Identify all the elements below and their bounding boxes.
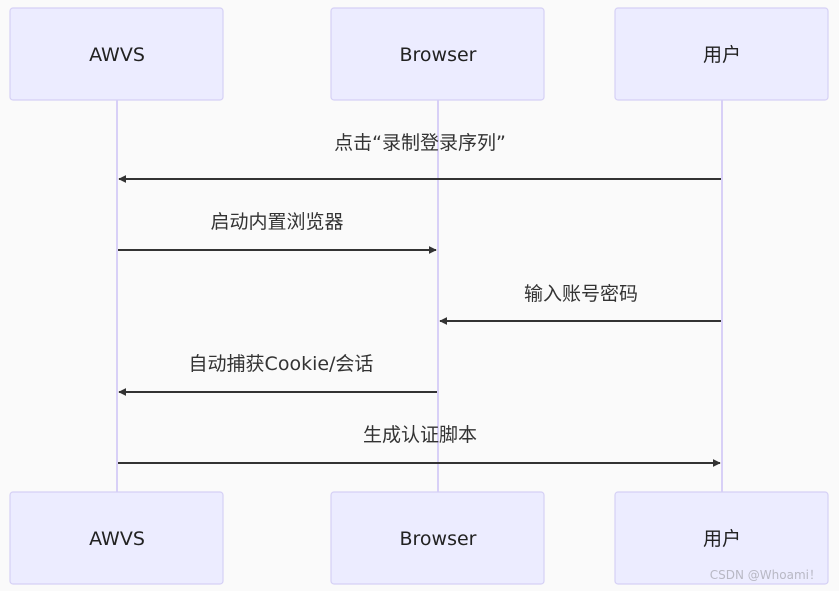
participant-user-bottom: 用户 <box>614 491 829 585</box>
participant-browser-top-label: Browser <box>400 44 477 66</box>
participant-awvs-bottom: AWVS <box>9 491 224 585</box>
message-record-login-label: 点击“录制登录序列” <box>334 132 506 154</box>
participant-browser-bottom-label: Browser <box>400 528 477 550</box>
message-generate-script: 生成认证脚本 <box>118 424 721 467</box>
message-capture-session: 自动捕获Cookie/会话 <box>118 353 437 396</box>
participant-user-top-label: 用户 <box>703 44 741 66</box>
message-record-login: 点击“录制登录序列” <box>118 132 721 183</box>
message-enter-credentials: 输入账号密码 <box>439 283 721 325</box>
message-enter-credentials-label: 输入账号密码 <box>524 283 638 305</box>
participant-awvs-bottom-label: AWVS <box>89 528 145 550</box>
participant-user-bottom-label: 用户 <box>703 528 741 550</box>
participant-browser-bottom: Browser <box>330 491 545 585</box>
participant-awvs-top: AWVS <box>9 7 224 101</box>
watermark-text: CSDN @Whoami！ <box>709 568 821 582</box>
message-generate-script-label: 生成认证脚本 <box>363 424 477 446</box>
message-launch-browser-label: 启动内置浏览器 <box>210 211 343 233</box>
message-launch-browser: 启动内置浏览器 <box>118 211 437 254</box>
participant-user-top: 用户 <box>614 7 829 101</box>
participant-awvs-top-label: AWVS <box>89 44 145 66</box>
participant-browser-top: Browser <box>330 7 545 101</box>
message-capture-session-label: 自动捕获Cookie/会话 <box>189 353 374 375</box>
